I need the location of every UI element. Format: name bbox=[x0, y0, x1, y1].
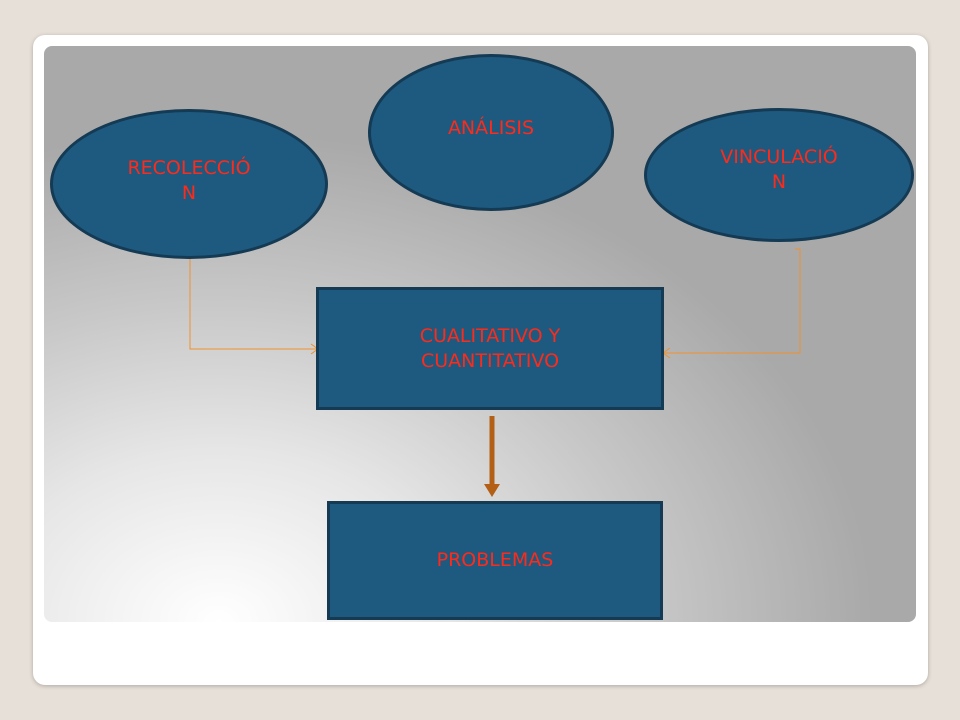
node-recoleccion-label: RECOLECCIÓ N bbox=[127, 157, 251, 204]
node-analisis: ANÁLISIS bbox=[368, 54, 614, 211]
node-problemas: PROBLEMAS bbox=[327, 501, 663, 620]
node-vinculacion: VINCULACIÓ N bbox=[644, 108, 914, 242]
node-recoleccion: RECOLECCIÓ N bbox=[50, 109, 328, 259]
node-vinculacion-label: VINCULACIÓ N bbox=[720, 146, 838, 193]
node-analisis-label: ANÁLISIS bbox=[447, 117, 535, 139]
node-cualitativo-cuantitativo: CUALITATIVO Y CUANTITATIVO bbox=[316, 287, 664, 410]
node-problemas-label: PROBLEMAS bbox=[436, 549, 554, 571]
node-cualitativo-label: CUALITATIVO Y CUANTITATIVO bbox=[419, 324, 561, 372]
